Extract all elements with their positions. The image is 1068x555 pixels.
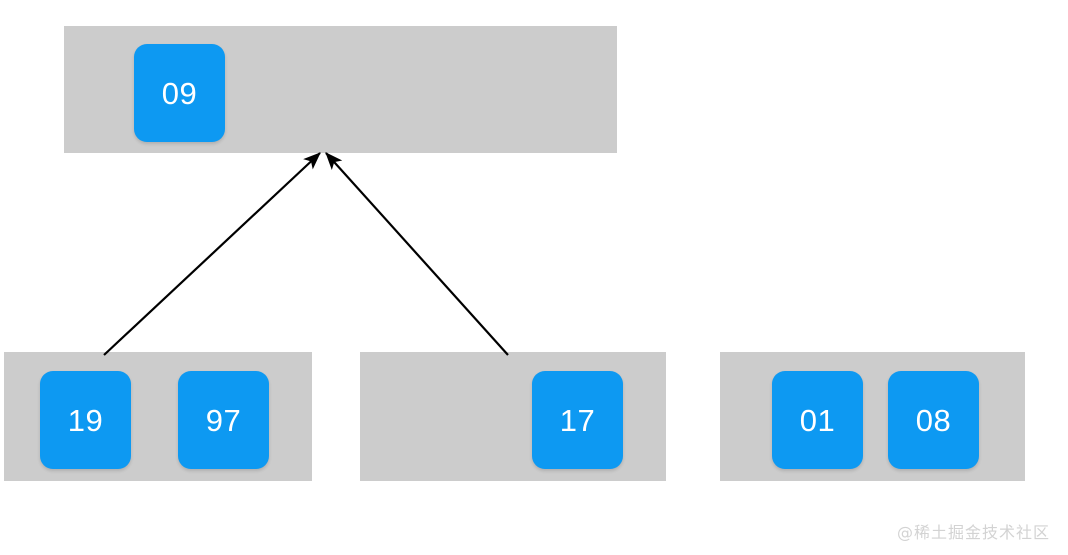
hash-cell[interactable]: 08 (888, 371, 979, 469)
hash-cell[interactable]: 17 (532, 371, 623, 469)
hash-cell-label: 19 (67, 402, 104, 438)
arrow-from-middle-bucket (325, 152, 509, 356)
hash-cell[interactable]: 01 (772, 371, 863, 469)
hash-cell[interactable]: 09 (134, 44, 225, 142)
bottom-right-bucket[interactable] (720, 352, 1025, 481)
hash-cell[interactable]: 19 (40, 371, 131, 469)
hash-cell-label: 97 (205, 402, 242, 438)
hash-cell[interactable]: 97 (178, 371, 269, 469)
arrow-from-left-bucket (103, 152, 321, 356)
hash-cell-label: 17 (559, 402, 596, 438)
hash-cell-label: 09 (161, 75, 198, 111)
hash-cell-label: 01 (799, 402, 836, 438)
watermark-text: @稀土掘金技术社区 (896, 523, 1050, 542)
hash-cell-label: 08 (915, 402, 952, 438)
